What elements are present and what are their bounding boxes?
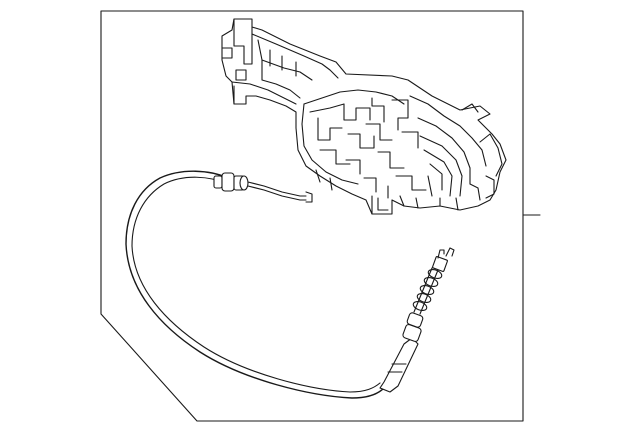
door-latch-actuator[interactable]: [221, 18, 507, 215]
lock-cable[interactable]: [125, 170, 455, 399]
diagram-frame: [100, 10, 524, 422]
